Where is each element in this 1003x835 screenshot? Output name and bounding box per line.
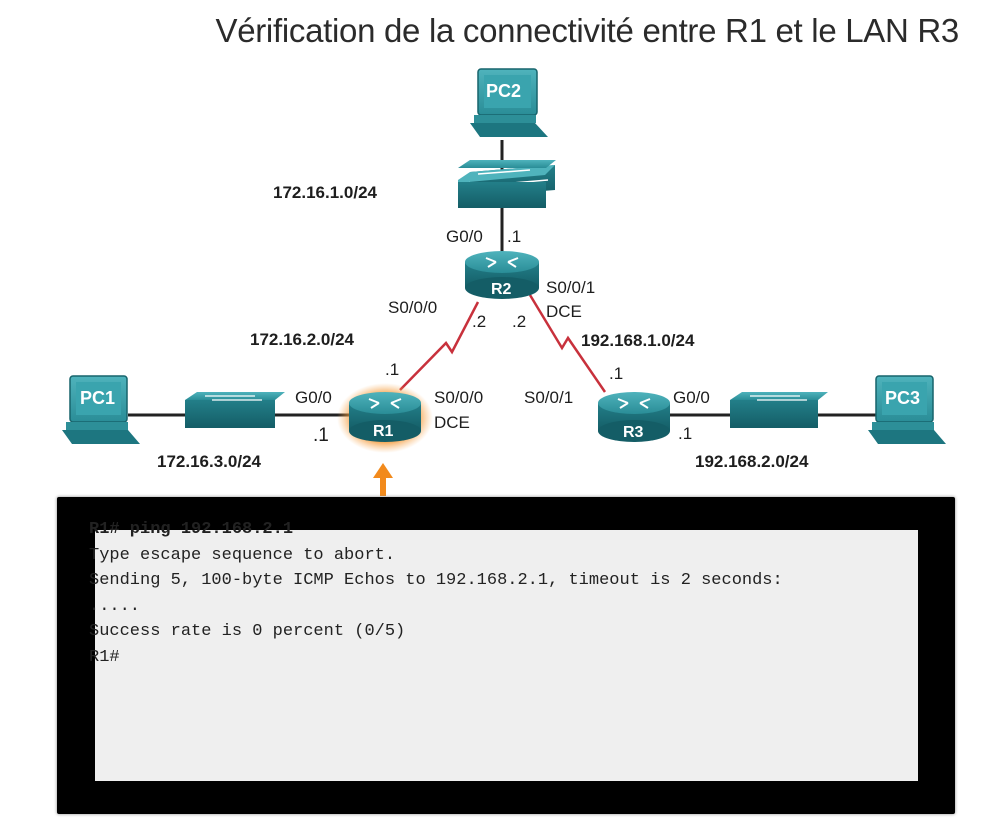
- r2-label: R2: [491, 281, 512, 298]
- r1-pointer-arrow-icon: [373, 463, 393, 496]
- network-r1-r2: 172.16.2.0/24: [250, 330, 354, 349]
- terminal-output-line: Success rate is 0 percent (0/5): [89, 622, 406, 641]
- r3-router-icon[interactable]: [598, 392, 670, 442]
- terminal-output-line: Type escape sequence to abort.: [89, 545, 396, 565]
- pc3-label: PC3: [885, 388, 921, 408]
- r2-s000-ip: .2: [472, 312, 487, 331]
- terminal-output-line: Sending 5, 100-byte ICMP Echos to 192.16…: [89, 571, 783, 590]
- terminal-output-line: .....: [89, 596, 141, 616]
- r2-g00-ip: .1: [507, 227, 522, 246]
- r3-s001-ip: .1: [609, 364, 624, 383]
- r1-s000-dce: DCE: [434, 413, 470, 432]
- r3-g00-label: G0/0: [673, 388, 710, 407]
- switch-r1-lan-icon[interactable]: [185, 392, 285, 428]
- r1-g00-ip: .1: [313, 425, 329, 446]
- pc2-icon[interactable]: [470, 68, 548, 137]
- terminal-window[interactable]: R1# ping 192.168.2.1 Type escape sequenc…: [57, 497, 955, 814]
- r1-label: R1: [373, 423, 394, 440]
- r1-g00-label: G0/0: [295, 388, 332, 407]
- network-lan-r2: 172.16.1.0/24: [273, 183, 377, 202]
- ethernet-links: [128, 140, 880, 417]
- terminal-command-line: R1# ping 192.168.2.1: [89, 520, 294, 539]
- r1-s000-label: S0/0/0: [434, 388, 484, 407]
- pc3-icon[interactable]: [868, 375, 946, 444]
- network-lan-r1: 172.16.3.0/24: [157, 452, 261, 471]
- pc2-label: PC2: [486, 81, 522, 101]
- terminal-prompt-line: R1#: [89, 647, 120, 667]
- r1-router-icon[interactable]: [349, 392, 421, 442]
- pc1-label: PC1: [80, 388, 116, 408]
- r2-s001-ip: .2: [512, 312, 527, 331]
- r2-s001-label: S0/0/1: [546, 278, 596, 297]
- switch-r2-lan-icon[interactable]: [458, 160, 556, 208]
- link-r1-r2-serial: [399, 301, 480, 391]
- r3-s001-label: S0/0/1: [524, 388, 574, 407]
- serial-links: [399, 294, 607, 393]
- r2-g00-label: G0/0: [446, 227, 483, 246]
- r3-g00-ip: .1: [678, 424, 693, 443]
- link-r2-r3-serial: [528, 294, 607, 393]
- r3-label: R3: [623, 424, 644, 441]
- r1-s000-ip: .1: [385, 360, 400, 379]
- r2-router-icon[interactable]: [465, 251, 539, 299]
- terminal-screen[interactable]: R1# ping 192.168.2.1 Type escape sequenc…: [89, 520, 918, 781]
- switch-r3-lan-icon[interactable]: [730, 392, 828, 428]
- r2-s001-dce: DCE: [546, 302, 582, 321]
- pc1-icon[interactable]: [62, 375, 140, 444]
- r2-s000-label: S0/0/0: [388, 298, 438, 317]
- network-lan-r3: 192.168.2.0/24: [695, 452, 809, 471]
- network-r2-r3: 192.168.1.0/24: [581, 331, 695, 350]
- diagram-title: Vérification de la connectivité entre R1…: [215, 12, 959, 49]
